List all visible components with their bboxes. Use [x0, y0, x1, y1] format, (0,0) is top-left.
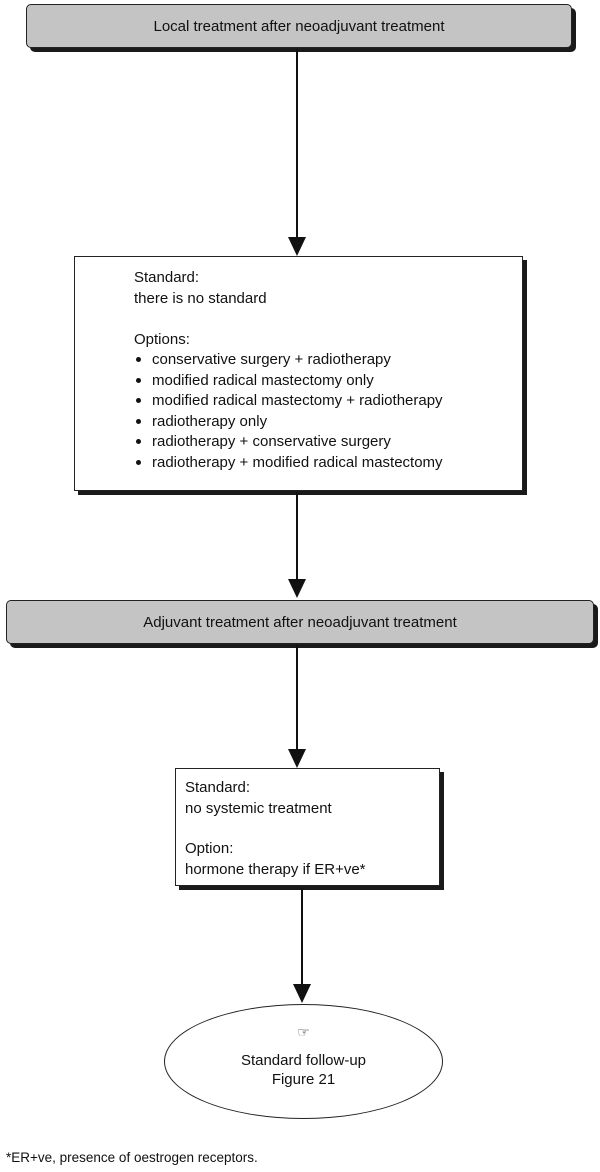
- pointing-hand-icon: ☞: [297, 1024, 310, 1040]
- followup-label: Standard follow-up: [240, 1052, 367, 1069]
- standard-heading: Standard:: [185, 779, 251, 796]
- connector-line: [296, 492, 298, 581]
- standard-followup-node: ☞ Standard follow-up Figure 21: [164, 1004, 443, 1119]
- connector-line: [296, 645, 298, 751]
- connector-line: [296, 49, 298, 239]
- arrow-down-icon: [288, 749, 306, 768]
- standard-heading: Standard:: [134, 269, 200, 286]
- figure-reference: Figure 21: [271, 1071, 336, 1088]
- standard-text: there is no standard: [134, 290, 267, 307]
- header-local-treatment: Local treatment after neoadjuvant treatm…: [26, 4, 572, 48]
- arrow-down-icon: [288, 579, 306, 598]
- option-item: modified radical mastectomy + radiothera…: [134, 391, 522, 412]
- arrow-down-icon: [288, 237, 306, 256]
- options-list: conservative surgery + radiotherapy modi…: [134, 350, 522, 473]
- header-adjuvant-treatment-label: Adjuvant treatment after neoadjuvant tre…: [143, 613, 457, 631]
- option-item: radiotherapy + modified radical mastecto…: [134, 453, 522, 474]
- option-item: conservative surgery + radiotherapy: [134, 350, 522, 371]
- option-item: modified radical mastectomy only: [134, 371, 522, 392]
- adjuvant-treatment-box: Standard: no systemic treatment Option: …: [175, 768, 440, 886]
- arrow-down-icon: [293, 984, 311, 1003]
- local-treatment-box: Standard: there is no standard Options: …: [74, 256, 523, 491]
- option-heading: Option:: [185, 840, 234, 857]
- option-text: hormone therapy if ER+ve*: [185, 861, 366, 878]
- connector-line: [301, 888, 303, 986]
- footnote: *ER+ve, presence of oestrogen receptors.: [6, 1150, 258, 1165]
- options-heading: Options:: [134, 331, 190, 348]
- option-item: radiotherapy + conservative surgery: [134, 432, 522, 453]
- header-local-treatment-label: Local treatment after neoadjuvant treatm…: [153, 17, 445, 35]
- option-item: radiotherapy only: [134, 412, 522, 433]
- header-adjuvant-treatment: Adjuvant treatment after neoadjuvant tre…: [6, 600, 594, 644]
- standard-text: no systemic treatment: [185, 800, 332, 817]
